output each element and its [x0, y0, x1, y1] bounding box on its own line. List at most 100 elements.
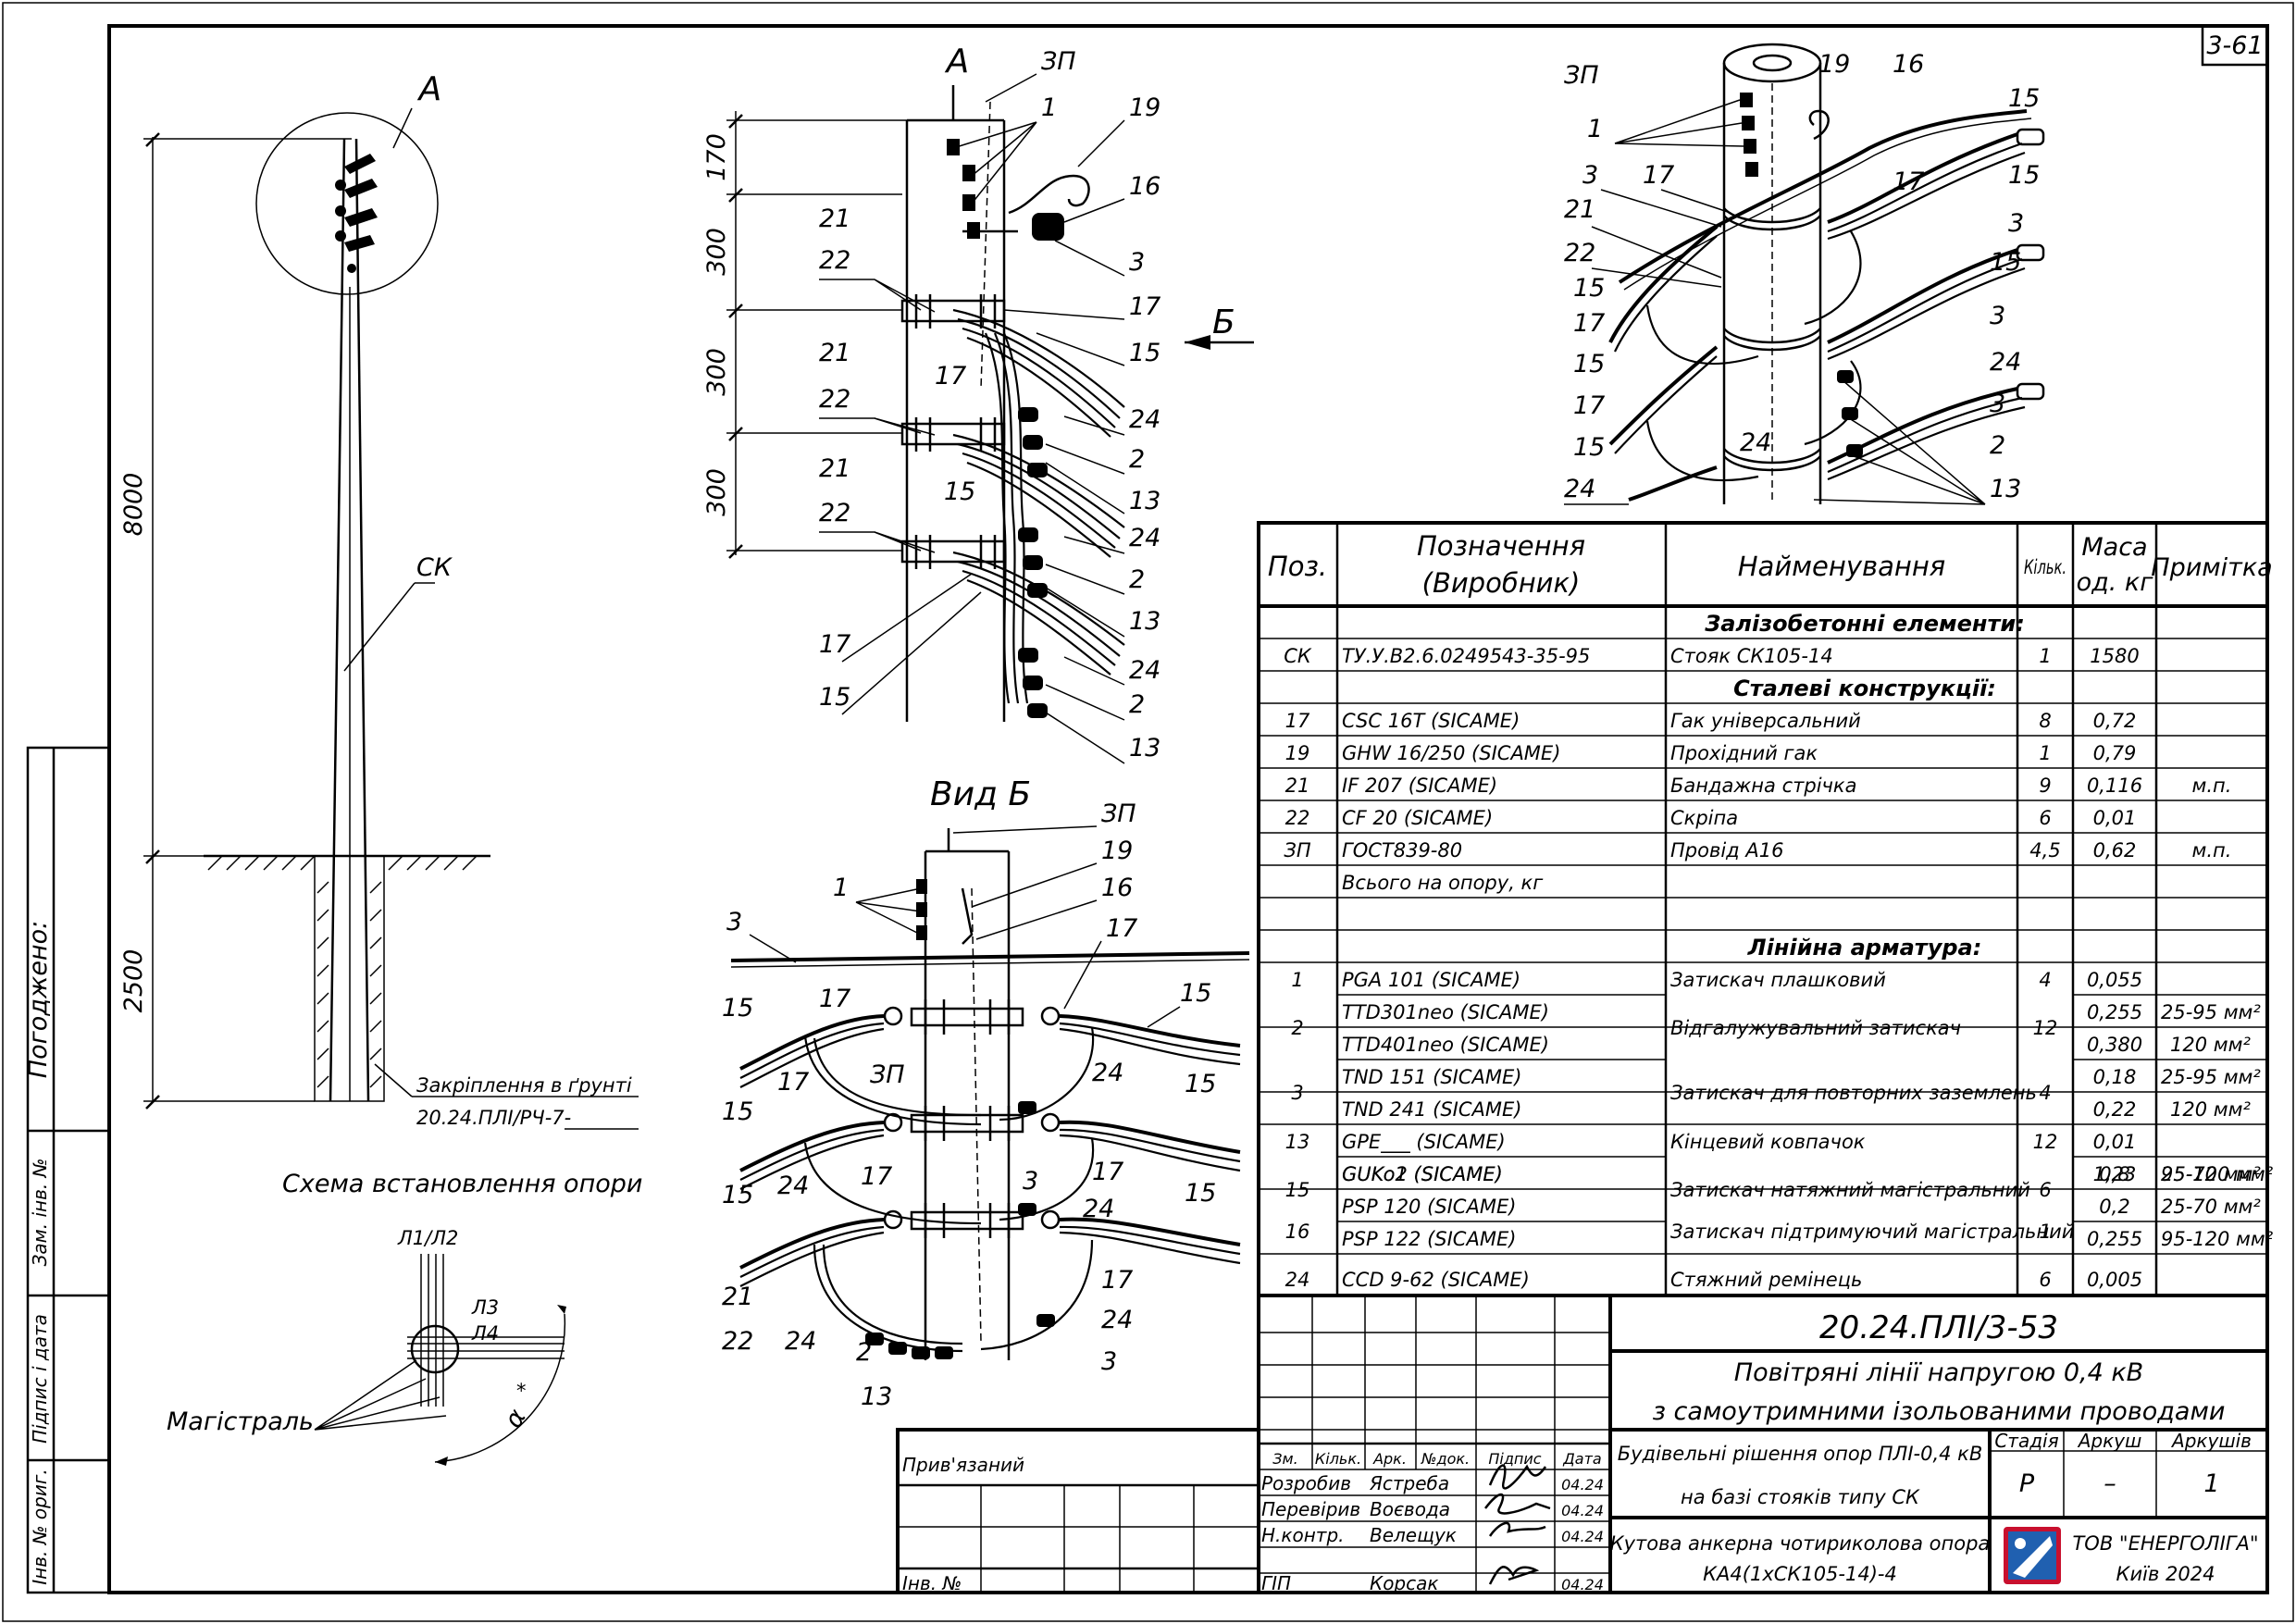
svg-text:PSP 120 (SICAME): PSP 120 (SICAME) [1342, 1196, 1516, 1218]
iso-callout-17c: 17 [1573, 309, 1605, 338]
svg-text:Перевірив: Перевірив [1261, 1498, 1360, 1520]
svg-text:ТУ.У.В2.6.0249543-35-95: ТУ.У.В2.6.0249543-35-95 [1342, 645, 1590, 667]
svg-text:22: 22 [1285, 807, 1310, 829]
view-b-tiers [739, 999, 1241, 1359]
svg-text:25-70 мм²: 25-70 мм² [2161, 1163, 2261, 1185]
top-clamps [947, 139, 1090, 241]
svg-text:21: 21 [1285, 775, 1310, 797]
tb-stage: Р [2019, 1469, 2035, 1498]
svg-text:GUKo2 (SICAME): GUKo2 (SICAME) [1342, 1163, 1503, 1185]
iso-callout-13: 13 [1990, 475, 2021, 503]
vb-callout-19: 19 [1101, 837, 1133, 865]
callout-24b: 24 [1129, 524, 1160, 552]
svg-text:Ястреба: Ястреба [1369, 1472, 1449, 1494]
vb-callout-3b: 3 [1023, 1167, 1038, 1196]
svg-text:GUKo1 (SICAME): GUKo1 (SICAME) [1342, 1163, 1503, 1185]
plan-alpha: α [499, 1404, 532, 1432]
callout-19: 19 [1129, 93, 1160, 122]
vb-callout-1: 1 [833, 874, 849, 902]
svg-text:0,18: 0,18 [2093, 1066, 2137, 1088]
plan-l4: Л4 [471, 1322, 499, 1345]
svg-text:Арк.: Арк. [1372, 1450, 1407, 1468]
tb-city: Київ 2024 [2116, 1563, 2215, 1585]
svg-text:04.24: 04.24 [1561, 1528, 1604, 1545]
vb-callout-24d: 24 [785, 1327, 816, 1356]
svg-text:15: 15 [1285, 1179, 1310, 1201]
callout-13c: 13 [1129, 734, 1160, 762]
callout-21c: 21 [819, 454, 850, 483]
vb-callout-zp: ЗП [1101, 800, 1136, 828]
svg-text:17: 17 [1285, 710, 1310, 732]
tb-part-2: на базі стояків типу СК [1681, 1486, 1920, 1508]
th-name: Найменування [1738, 551, 1946, 582]
iso-callouts: ЗП 19 16 15 1 3 17 15 17 21 22 15 3 15 1… [1564, 50, 2040, 503]
svg-text:120 мм²: 120 мм² [2170, 1034, 2251, 1056]
view-b: Вид Б [722, 775, 1250, 1411]
scheme-caption: Схема встановлення опори [282, 1170, 642, 1198]
spec-row-21: 21 IF 207 (SICAME) Бандажна стрічка 9 0,… [1285, 775, 2232, 797]
svg-text:1580: 1580 [2090, 645, 2139, 667]
callout-15c: 15 [819, 683, 850, 712]
vb-callout-17c: 17 [861, 1162, 892, 1191]
iso-callout-16: 16 [1893, 50, 1924, 79]
svg-text:СК: СК [1284, 645, 1312, 667]
dim-300-2: 300 [702, 348, 731, 396]
tb-project-1: Повітряні лінії напругою 0,4 кВ [1734, 1358, 2143, 1387]
svg-text:Дата: Дата [1562, 1450, 1601, 1468]
left-margin-strip: Погоджено: Інв. № ориг. Підпис і дата За… [24, 746, 111, 1594]
svg-text:Корсак: Корсак [1370, 1572, 1438, 1594]
plan-l3: Л3 [471, 1296, 499, 1319]
svg-text:24: 24 [1285, 1269, 1310, 1291]
spec-row-24: 24 CCD 9-62 (SICAME) Стяжний ремінець 6 … [1285, 1269, 2142, 1291]
svg-text:Зм.: Зм. [1272, 1450, 1297, 1468]
ground-ref: 20.24.ПЛІ/РЧ-7- [416, 1107, 571, 1129]
vb-callout-17a: 17 [819, 985, 850, 1013]
plan-view: Л1/Л2 Л3 Л4 α * Магістраль [167, 1227, 566, 1466]
spec-row-16: 16 PSP 120 (SICAME) Затискач підтримуючи… [1285, 1196, 2274, 1250]
svg-text:Стяжний ремінець: Стяжний ремінець [1670, 1269, 1862, 1291]
tb-company: ТОВ "ЕНЕРГОЛІГА" [2072, 1532, 2258, 1555]
svg-text:04.24: 04.24 [1561, 1502, 1604, 1519]
callout-13b: 13 [1129, 607, 1160, 636]
svg-text:0,005: 0,005 [2087, 1269, 2142, 1291]
svg-text:GHW 16/250 (SICAME): GHW 16/250 (SICAME) [1342, 742, 1560, 764]
vb-callout-17d: 17 [1092, 1158, 1123, 1186]
bracket-levels [900, 294, 1006, 569]
view-a-title: A [945, 43, 970, 81]
spec-row-sk: СК ТУ.У.В2.6.0249543-35-95 Стояк СК105-1… [1284, 645, 2140, 667]
callout-21a: 21 [819, 205, 850, 233]
spec-row-lines [1259, 638, 2267, 1255]
th-designation-2: (Виробник) [1422, 567, 1581, 599]
svg-text:Бандажна стрічка: Бандажна стрічка [1670, 775, 1857, 797]
iso-callout-1: 1 [1587, 115, 1603, 143]
tb-inv: Інв. № [902, 1572, 962, 1594]
tb-cols: Зм. Кільк. Арк. №док. Підпис Дата [1272, 1450, 1601, 1468]
svg-text:12: 12 [2033, 1131, 2058, 1153]
svg-text:GPE___ (SICAME): GPE___ (SICAME) [1342, 1131, 1506, 1154]
callout-15b: 15 [944, 477, 975, 506]
svg-text:25-95 мм²: 25-95 мм² [2161, 1001, 2261, 1023]
margin-sign-date: Підпис і дата [29, 1314, 51, 1444]
svg-text:Всього на опору, кг: Всього на опору, кг [1342, 872, 1544, 894]
agreed-label: Погоджено: [24, 921, 53, 1078]
tb-sheets: 1 [2203, 1469, 2219, 1498]
th-mass-2: од. кг [2077, 568, 2154, 597]
view-b-callouts: ЗП 19 16 1 3 17 15 17 15 ЗП 24 17 15 24 … [722, 800, 1216, 1411]
svg-text:2: 2 [1291, 1017, 1303, 1039]
iso-callout-3c: 3 [1990, 302, 2005, 330]
tb-sheet-h: Аркуш [2077, 1430, 2142, 1452]
tb-doc-code: 20.24.ПЛІ/3-53 [1819, 1309, 2058, 1346]
tb-sheets-h: Аркушів [2170, 1430, 2252, 1452]
svg-text:Кінцевий ковпачок: Кінцевий ковпачок [1670, 1131, 1866, 1153]
svg-text:0,2: 0,2 [2099, 1196, 2129, 1218]
vb-callout-15a: 15 [722, 994, 753, 1023]
svg-text:Стояк СК105-14: Стояк СК105-14 [1670, 645, 1833, 667]
spec-row-1: 1 PGA 101 (SICAME) Затискач плашковий 4 … [1291, 969, 2142, 991]
tb-stage-h: Стадія [1994, 1430, 2058, 1452]
svg-text:Воєвода: Воєвода [1370, 1498, 1450, 1520]
svg-text:8: 8 [2039, 710, 2051, 732]
dim-300-1: 300 [702, 228, 731, 276]
svg-text:13: 13 [1285, 1131, 1310, 1153]
callout-17a: 17 [1129, 292, 1160, 321]
spec-row-13: 13 GPE___ (SICAME) Кінцевий ковпачок 12 … [1285, 1131, 2137, 1154]
